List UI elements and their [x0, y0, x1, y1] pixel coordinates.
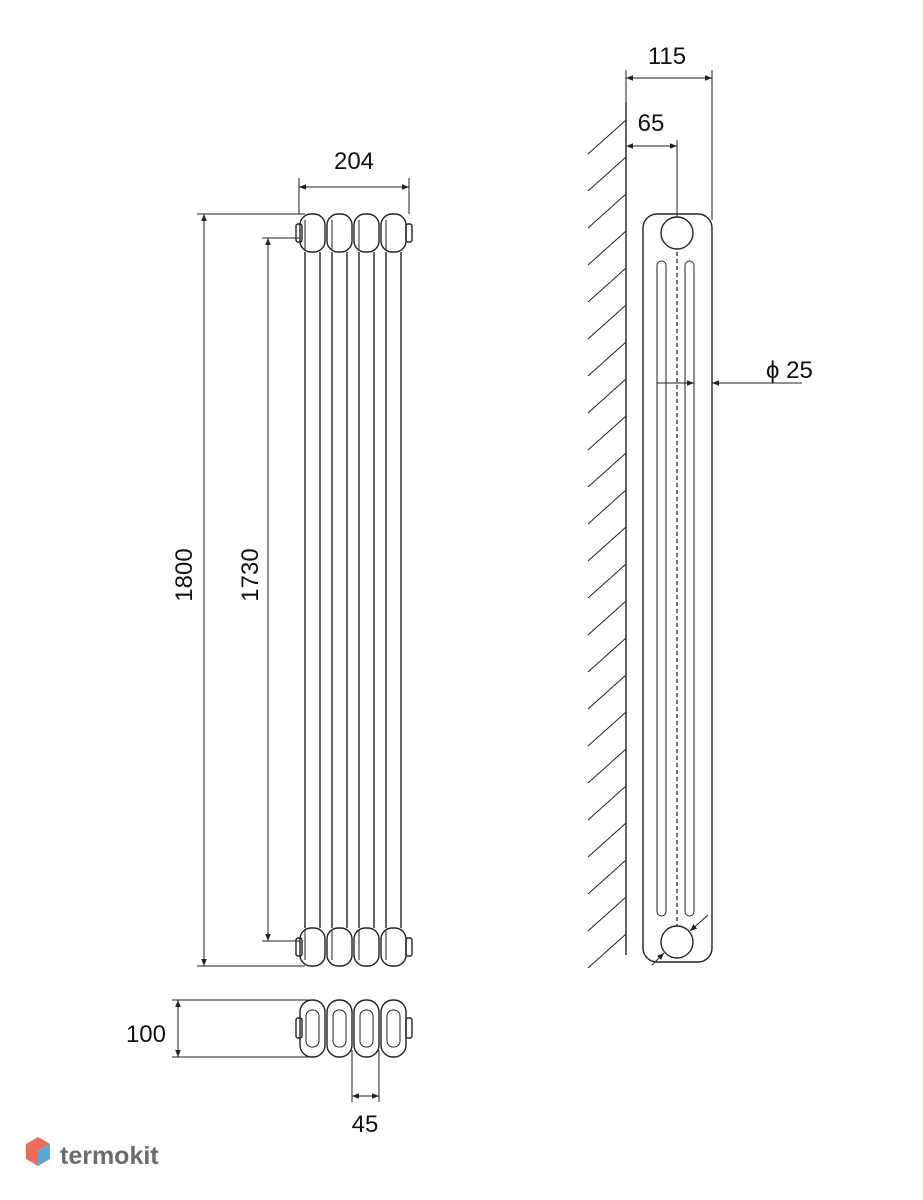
hatch-line: [587, 896, 627, 932]
bottom-view: 100 45: [126, 999, 413, 1138]
end-plug: [405, 223, 413, 243]
dim-label-pitch: 45: [352, 1111, 379, 1138]
hatch-line: [587, 267, 627, 303]
plan-section-outline: [380, 999, 407, 1058]
dim-label-wall-axis: 65: [638, 110, 665, 137]
hatch-line: [587, 119, 627, 155]
hatch-line: [587, 193, 627, 229]
dim-depth-115: 115: [625, 43, 713, 220]
plan-section: [353, 999, 380, 1058]
brand-name: termokit: [60, 1142, 159, 1170]
hatch-line: [587, 859, 627, 895]
brand-logo: termokit: [26, 1137, 159, 1170]
inner-slot-right: [684, 260, 695, 917]
hatch-line: [587, 637, 627, 673]
dim-width-204: 204: [298, 148, 410, 214]
radiator-section: [380, 213, 407, 967]
plan-section: [380, 999, 407, 1058]
section-cap-top: [326, 213, 353, 253]
dim-label-axis: 1730: [237, 548, 264, 601]
section-cap-bottom: [326, 927, 353, 967]
section-cap-top: [353, 213, 380, 253]
end-plug: [295, 937, 303, 957]
hatch-line: [587, 156, 627, 192]
plan-end-plug: [295, 1017, 303, 1039]
plan-end-plug: [405, 1017, 413, 1039]
dim-wall-axis-65: 65: [626, 110, 678, 217]
dim-depth-100: 100: [126, 999, 315, 1058]
hatch-line: [587, 341, 627, 377]
hatch-line: [587, 563, 627, 599]
dim-label-height: 1800: [171, 548, 198, 601]
end-plug: [295, 223, 303, 243]
radiator-sections-plan: [295, 999, 413, 1058]
hatch-line: [587, 748, 627, 784]
plan-section-inner: [359, 1009, 374, 1048]
pipe-connection-bottom: [660, 925, 694, 959]
hatch-line: [587, 711, 627, 747]
hatch-line: [587, 489, 627, 525]
plan-section: [326, 999, 353, 1058]
side-view: 115 65 ϕ 25: [587, 43, 813, 969]
pipe-connection-top: [660, 216, 694, 250]
dim-pitch-45: 45: [351, 1050, 380, 1138]
dim-label-depth-total: 115: [648, 43, 686, 70]
plan-section-inner: [332, 1009, 347, 1048]
section-cap-bottom: [299, 927, 326, 967]
hatch-line: [587, 304, 627, 340]
radiator-section: [326, 213, 353, 967]
diameter-leader-2: [689, 914, 709, 932]
cube-icon: [26, 1137, 50, 1166]
radiator-section: [299, 213, 326, 967]
hatch-line: [587, 785, 627, 821]
hatch-line: [587, 674, 627, 710]
hatch-line: [587, 452, 627, 488]
section-cap-top: [299, 213, 326, 253]
hatch-line: [587, 933, 627, 969]
diameter-leader-1: [651, 952, 665, 966]
hatch-line: [587, 415, 627, 451]
dim-label-pipe-diameter: ϕ 25: [766, 357, 813, 384]
end-plug: [405, 937, 413, 957]
dim-height-1800: 1800: [171, 213, 305, 967]
hatch-line: [587, 230, 627, 266]
front-view: 204 1800 1730: [171, 148, 413, 967]
section-cap-bottom: [380, 927, 407, 967]
plan-section-inner: [386, 1009, 401, 1048]
dim-label-depth-bottom: 100: [126, 1021, 166, 1048]
wall-hatching: [587, 119, 627, 969]
inner-slot-left: [656, 260, 667, 917]
section-cap-bottom: [353, 927, 380, 967]
dim-label-width: 204: [334, 148, 374, 175]
hatch-line: [587, 600, 627, 636]
plan-section-outline: [299, 999, 326, 1058]
dim-pipe-diameter: ϕ 25: [657, 357, 813, 386]
hatch-line: [587, 822, 627, 858]
plan-section: [299, 999, 326, 1058]
plan-section-outline: [326, 999, 353, 1058]
radiator-columns: [295, 213, 413, 967]
hatch-line: [587, 526, 627, 562]
plan-section-inner: [305, 1009, 320, 1048]
hatch-line: [587, 378, 627, 414]
plan-section-outline: [353, 999, 380, 1058]
section-cap-top: [380, 213, 407, 253]
dim-axis-1730: 1730: [237, 237, 300, 942]
radiator-section: [353, 213, 380, 967]
